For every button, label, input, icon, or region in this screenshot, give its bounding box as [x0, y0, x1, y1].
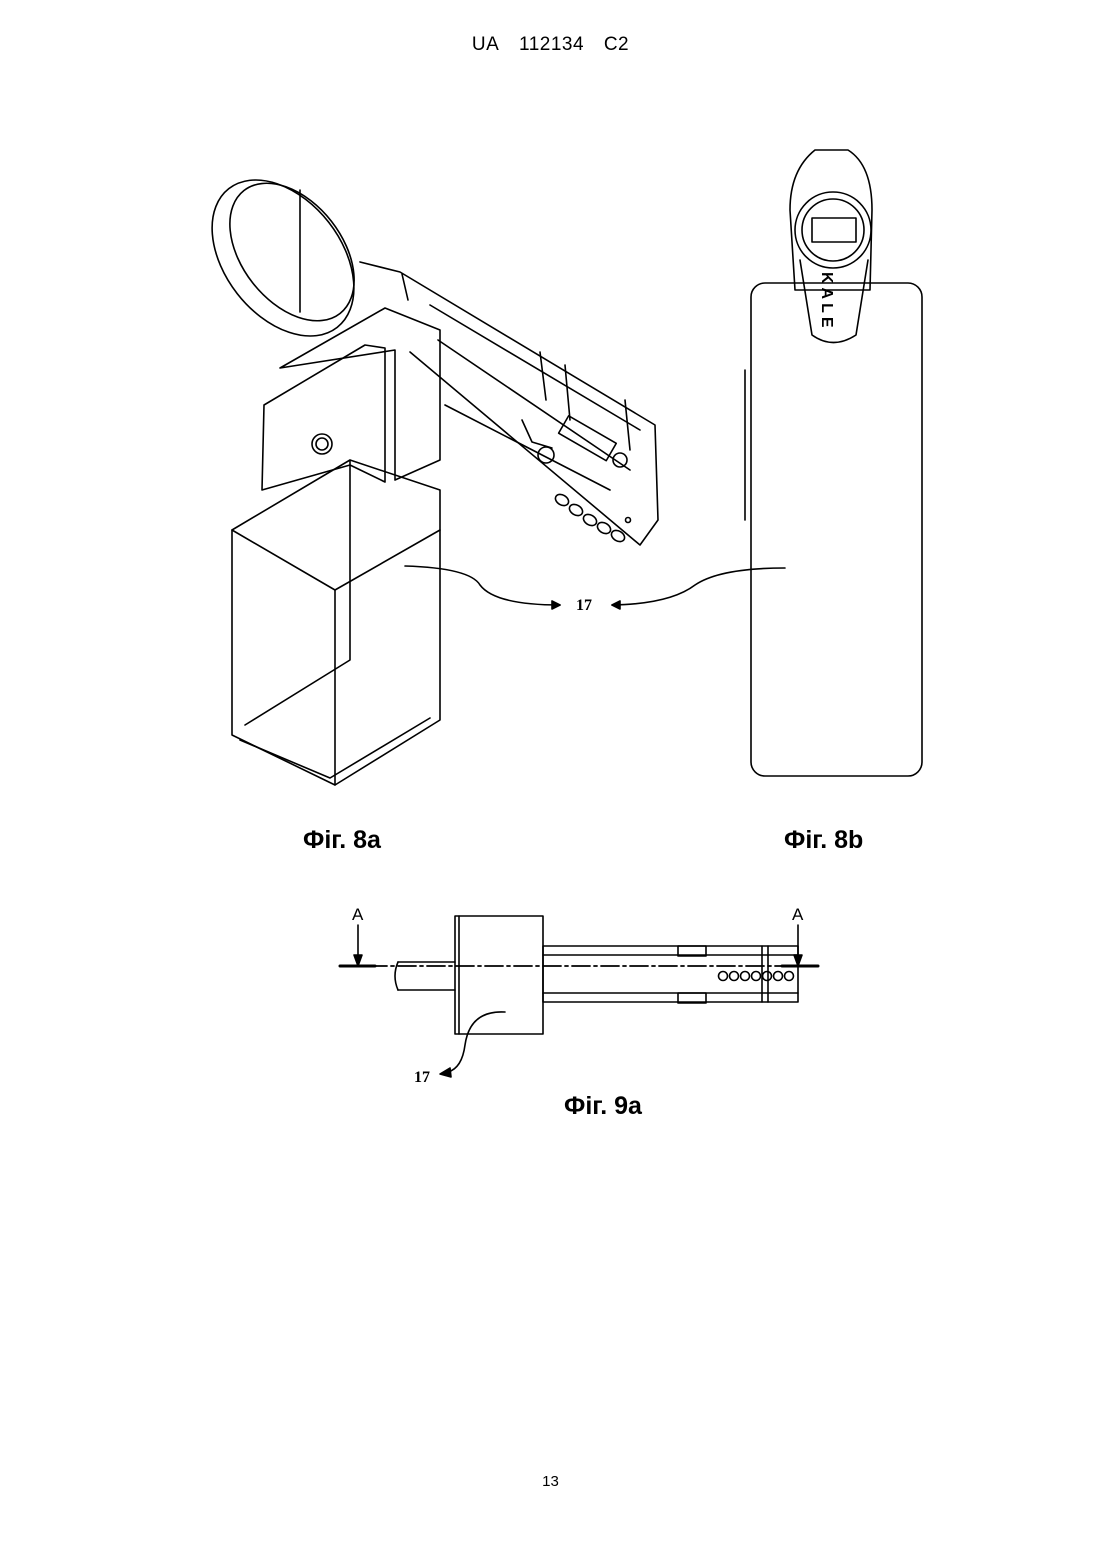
key-cylinder-face [795, 192, 871, 268]
section-mark-left: A [352, 905, 364, 924]
section-mark-right: A [792, 905, 804, 924]
fig8b-drawing [745, 150, 922, 776]
fig8a-caption: Фіг. 8a [303, 826, 381, 855]
fig9a-drawing [340, 916, 818, 1077]
protective-box-8a [232, 460, 440, 785]
fig8a-ref-17: 17 [576, 597, 592, 614]
pin-holes-8a [553, 492, 630, 544]
fig8a-drawing [183, 153, 658, 785]
key-head [790, 150, 872, 290]
page-number: 13 [0, 1473, 1101, 1490]
mounting-plate [280, 308, 440, 480]
fig9a-ref-17: 17 [414, 1069, 430, 1086]
fig9a-caption: Фіг. 9a [564, 1092, 642, 1121]
fig8b-caption: Фіг. 8b [784, 826, 863, 855]
thumb-turn-knob [183, 153, 383, 363]
key-brand-label: KALE [818, 272, 835, 332]
protective-cover-8b [751, 283, 922, 776]
protective-box-9a [455, 916, 543, 1034]
